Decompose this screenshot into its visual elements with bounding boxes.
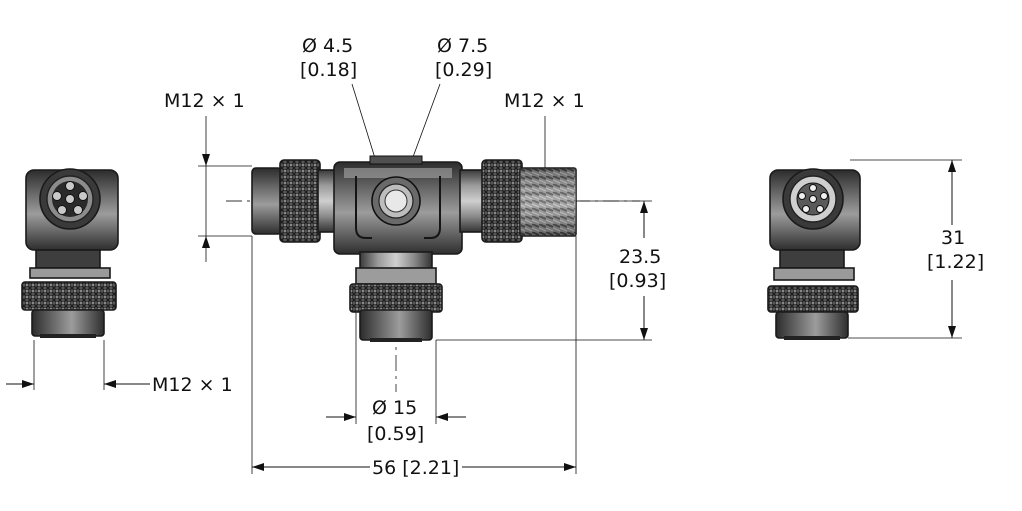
right-male-pins — [798, 184, 828, 213]
dia-large-label: Ø 7.5 — [437, 35, 488, 57]
right-side-view: 31 [1.22] — [767, 159, 984, 340]
height-mm-label: 23.5 — [619, 246, 661, 268]
dia-small-inch: [0.18] — [300, 59, 357, 81]
left-female-pins — [52, 181, 88, 215]
right-sleeve — [775, 311, 849, 339]
left-sleeve — [31, 309, 105, 337]
left-housing-step — [35, 249, 101, 269]
bottom-port-sleeve — [359, 309, 433, 341]
left-nut — [29, 267, 111, 279]
left-knurl-ring — [21, 281, 117, 311]
left-port-knurl — [279, 159, 321, 243]
right-housing-step — [779, 249, 845, 269]
right-nut — [773, 267, 855, 281]
tee-body-slot-right — [424, 176, 441, 239]
dia-bottom-label: Ø 15 — [372, 397, 417, 419]
left-side-view: M12 × 1 — [6, 168, 233, 396]
length-label: 56 [2.21] — [372, 457, 459, 479]
dia-bottom-inch: [0.59] — [367, 423, 424, 445]
front-view: Ø 4.5 [0.18] Ø 7.5 [0.29] M12 × 1 M12 × … — [164, 35, 666, 479]
side-height-mm-label: 31 — [941, 227, 965, 249]
right-knurl-ring — [767, 285, 859, 313]
side-height-inch-label: [1.22] — [927, 251, 984, 273]
thread-right-label: M12 × 1 — [504, 90, 585, 112]
right-port-knurl — [481, 159, 523, 243]
tee-body-notch — [369, 155, 423, 165]
mount-hole — [384, 189, 408, 213]
thread-left-label: M12 × 1 — [164, 90, 245, 112]
tee-body-highlight — [344, 168, 452, 178]
left-port-sleeve — [251, 167, 283, 235]
left-sleeve-lip — [40, 334, 96, 338]
right-port-neck — [459, 169, 485, 233]
bottom-port-nut — [355, 267, 437, 285]
tee-body-slot-left — [355, 176, 372, 239]
height-inch-label: [0.93] — [609, 270, 666, 292]
dia-small-label: Ø 4.5 — [302, 35, 353, 57]
thread-bottom-label: M12 × 1 — [152, 374, 233, 396]
dia-large-inch: [0.29] — [435, 59, 492, 81]
bottom-port-knurl — [349, 283, 443, 313]
